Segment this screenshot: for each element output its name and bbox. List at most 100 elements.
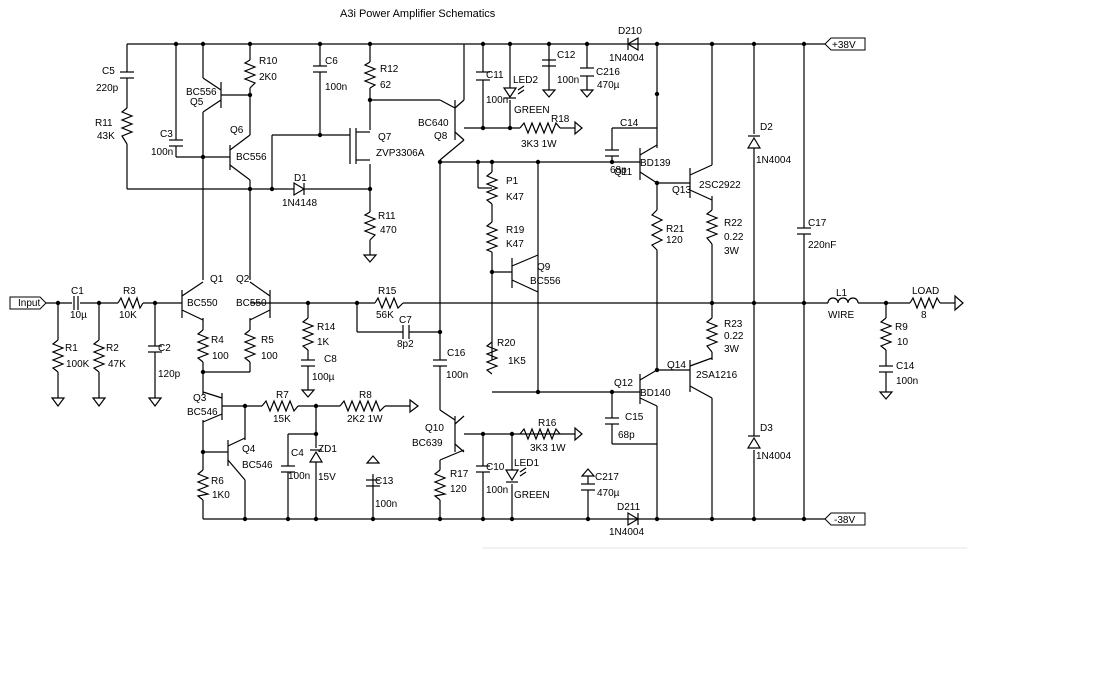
value-c1: 10µ — [70, 310, 87, 321]
label-r8: R8 — [359, 390, 372, 401]
negative-supply-port: -38V — [824, 512, 866, 526]
label-q1: Q1 — [210, 274, 224, 285]
type-d1: 1N4148 — [282, 198, 317, 209]
value-c2: 120p — [158, 369, 181, 380]
type-q10: BC639 — [412, 438, 443, 449]
label-r12: R12 — [380, 64, 399, 75]
type-q5: BC556 — [186, 87, 217, 98]
label-d1: D1 — [294, 173, 307, 184]
value-r16: 3K3 1W — [530, 443, 566, 454]
label-led1: LED1 — [514, 458, 539, 469]
value-c14a: 68p — [610, 165, 627, 176]
component-symbols — [50, 36, 964, 527]
label-c13: C13 — [375, 476, 394, 487]
color-led2: GREEN — [514, 105, 550, 116]
value-c15: 68p — [618, 430, 635, 441]
label-q8: Q8 — [434, 131, 448, 142]
value-c5: 220p — [96, 83, 119, 94]
label-r11a: R11 — [95, 118, 113, 129]
label-c1: C1 — [71, 286, 84, 297]
value-r21: 120 — [666, 235, 683, 246]
value-c3: 100n — [151, 147, 173, 158]
label-q3: Q3 — [193, 393, 207, 404]
value-r15: 56K — [376, 310, 394, 321]
label-c5: C5 — [102, 66, 115, 77]
type-q4: BC546 — [242, 460, 273, 471]
type-q14: 2SA1216 — [696, 370, 738, 381]
junction-dots — [55, 41, 889, 522]
type-q13: 2SC2922 — [699, 180, 741, 191]
label-c6: C6 — [325, 56, 338, 67]
type-q3: BC546 — [187, 407, 218, 418]
diagram-title: A3i Power Amplifier Schematics — [340, 8, 496, 20]
type-d2: 1N4004 — [756, 155, 791, 166]
positive-supply-port: +38V — [824, 37, 866, 51]
label-c2: C2 — [158, 343, 171, 354]
value-r2: 47K — [108, 359, 126, 370]
label-c4: C4 — [291, 448, 304, 459]
value-r3: 10K — [119, 310, 137, 321]
type-d3: 1N4004 — [756, 451, 791, 462]
label-r20: R20 — [497, 338, 516, 349]
value-c6: 100n — [325, 82, 347, 93]
label-r11b: R11 — [378, 211, 396, 222]
value-r7: 15K — [273, 414, 291, 425]
label-r19: R19 — [506, 225, 525, 236]
value-r20: 1K5 — [508, 356, 526, 367]
value-r17: 120 — [450, 484, 467, 495]
type-q7: ZVP3306A — [376, 148, 425, 159]
label-c12: C12 — [557, 50, 576, 61]
type-q2: BC550 — [236, 298, 267, 309]
label-load: LOAD — [912, 286, 939, 297]
label-q12: Q12 — [614, 378, 633, 389]
value-zd1: 15V — [318, 472, 336, 483]
label-r5: R5 — [261, 335, 274, 346]
value-c17: 220nF — [808, 240, 836, 251]
label-d2: D2 — [760, 122, 773, 133]
value-r22: 0.22 — [724, 232, 744, 243]
label-r10: R10 — [259, 56, 278, 67]
value-r10: 2K0 — [259, 72, 277, 83]
label-q10: Q10 — [425, 423, 444, 434]
value-r6: 1K0 — [212, 490, 230, 501]
value-c16: 100n — [446, 370, 468, 381]
value-r19: K47 — [506, 239, 524, 250]
power-r23: 3W — [724, 344, 740, 355]
value-c216: 470µ — [597, 80, 620, 91]
value-c4: 100n — [288, 471, 310, 482]
label-c15: C15 — [625, 412, 644, 423]
label-r9: R9 — [895, 322, 908, 333]
label-q13: Q13 — [672, 185, 691, 196]
value-c7: 8p2 — [397, 339, 414, 350]
label-d210: D210 — [618, 26, 642, 37]
value-r1: 100K — [66, 359, 90, 370]
type-d211: 1N4004 — [609, 527, 644, 538]
label-c7: C7 — [399, 315, 412, 326]
label-q7: Q7 — [378, 132, 392, 143]
type-q1: BC550 — [187, 298, 218, 309]
value-p1: K47 — [506, 192, 524, 203]
label-c14a: C14 — [620, 118, 639, 129]
value-c10: 100n — [486, 485, 508, 496]
label-q6: Q6 — [230, 125, 244, 136]
label-r16: R16 — [538, 418, 557, 429]
label-r2: R2 — [106, 343, 119, 354]
power-r22: 3W — [724, 246, 740, 257]
value-c12: 100n — [557, 75, 579, 86]
label-q9: Q9 — [537, 262, 551, 273]
value-r23: 0.22 — [724, 331, 744, 342]
label-c8: C8 — [324, 354, 337, 365]
label-c11: C11 — [486, 70, 504, 81]
type-q9: BC556 — [530, 276, 561, 287]
label-l1: L1 — [836, 288, 848, 299]
value-c217: 470µ — [597, 488, 620, 499]
type-q6: BC556 — [236, 152, 267, 163]
type-q11: BD139 — [640, 158, 671, 169]
component-labels: C5 220p R11 43K C3 100n BC556 Q5 R10 2K0… — [65, 26, 939, 538]
label-c14b: C14 — [896, 361, 915, 372]
label-led2: LED2 — [513, 75, 538, 86]
type-d210: 1N4004 — [609, 53, 644, 64]
value-r11a: 43K — [97, 131, 115, 142]
value-c8: 100µ — [312, 372, 335, 383]
label-r1: R1 — [65, 343, 78, 354]
